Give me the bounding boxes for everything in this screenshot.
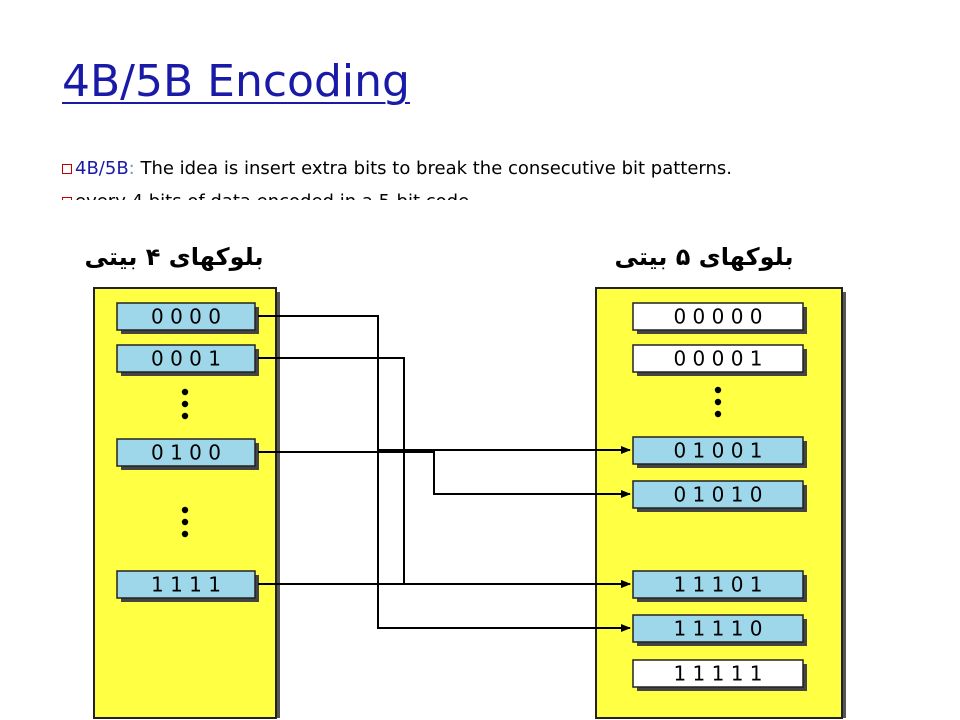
left-block-label: 1 1 1 1	[151, 573, 221, 597]
left-block-label: 0 0 0 1	[151, 347, 221, 371]
bullet-term: 4B/5B	[75, 158, 129, 179]
arrow-0100-to-01010	[258, 451, 631, 498]
left-ellipsis-bottom	[181, 506, 189, 538]
right-ellipsis	[714, 386, 722, 418]
right-block: 0 0 0 0 1	[632, 344, 807, 376]
right-block-label: 1 1 1 1 1	[673, 662, 762, 686]
left-blocks: 0 0 0 0 0 0 0 1 0 1 0 0 1 1 1 1	[116, 302, 259, 602]
arrow-0000-to-01001	[258, 315, 631, 454]
right-blocks: 0 0 0 0 0 0 0 0 0 1 0 1 0 0 1 0 1 0 1 0 1 1 …	[632, 302, 807, 691]
right-block: 1 1 1 1 0	[632, 614, 807, 646]
right-block-label: 0 0 0 0 0	[673, 305, 762, 329]
left-block-label: 0 1 0 0	[151, 441, 221, 465]
left-ellipsis-top	[181, 388, 189, 420]
encoding-diagram: بلوکهای ۴ بیتی بلوکهای ۵ بیتی 0 0 0 00 0…	[62, 200, 870, 720]
mapping-arrows	[258, 315, 631, 632]
right-block: 1 1 1 0 1	[632, 570, 807, 602]
left-block: 0 1 0 0	[116, 438, 259, 470]
bullet-marker-icon	[62, 164, 72, 174]
left-header: بلوکهای ۴ بیتی	[85, 243, 264, 271]
left-block: 0 0 0 0	[116, 302, 259, 334]
right-block-label: 1 1 1 1 0	[673, 617, 762, 641]
arrow-to-11110	[377, 450, 631, 632]
left-block-label: 0 0 0 0	[151, 305, 221, 329]
bullet-separator: :	[128, 158, 135, 179]
right-block-label: 0 0 0 0 1	[673, 347, 762, 371]
right-header: بلوکهای ۵ بیتی	[615, 243, 794, 271]
right-block-label: 0 1 0 0 1	[673, 439, 762, 463]
right-block: 1 1 1 1 1	[632, 659, 807, 691]
right-block-label: 0 1 0 1 0	[673, 483, 762, 507]
bullet-item: 4B/5B: The idea is insert extra bits to …	[62, 158, 732, 179]
right-block: 0 1 0 0 1	[632, 436, 807, 468]
left-block: 1 1 1 1	[116, 570, 259, 602]
page-title: 4B/5B Encoding	[62, 56, 410, 107]
right-block: 0 0 0 0 0	[632, 302, 807, 334]
bullet-text: The idea is insert extra bits to break t…	[134, 158, 733, 179]
left-block: 0 0 0 1	[116, 344, 259, 376]
right-block-label: 1 1 1 0 1	[673, 573, 762, 597]
right-block: 0 1 0 1 0	[632, 480, 807, 512]
